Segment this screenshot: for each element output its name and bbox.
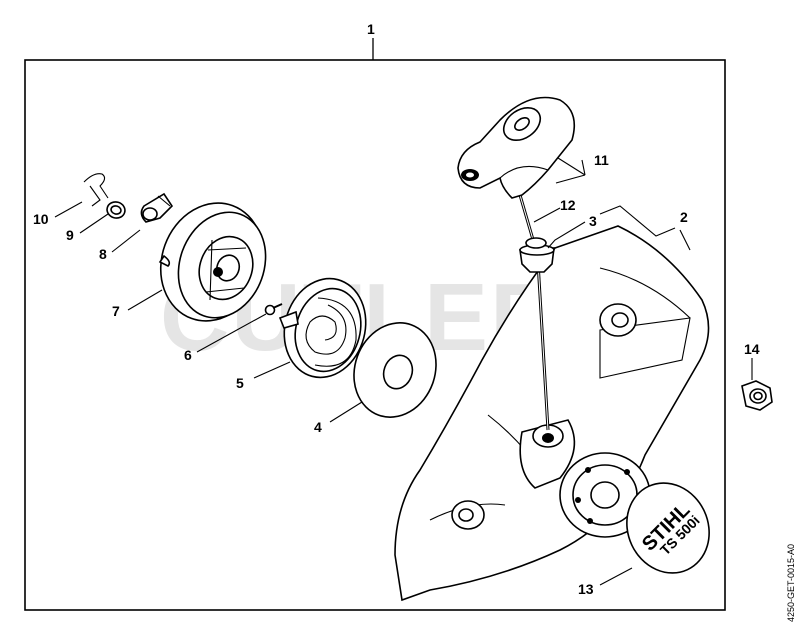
part-number-labels: 1 2 3 4 5 6 7 8 9 10 11 12 13 14 [33, 21, 760, 597]
leader-lines [54, 157, 753, 586]
washer [353, 322, 437, 418]
part-number-6: 6 [184, 347, 192, 363]
spring-clip [83, 173, 109, 207]
hex-nut [741, 380, 773, 411]
part-number-2: 2 [680, 209, 688, 225]
part-number-1: 1 [367, 21, 375, 37]
pawl [140, 192, 174, 223]
part-number-3: 3 [589, 213, 597, 229]
part-number-7: 7 [112, 303, 120, 319]
rope-guide-bushing [519, 237, 555, 273]
part-number-13: 13 [578, 581, 594, 597]
rope-rotor [158, 202, 267, 322]
small-washer [106, 201, 126, 219]
starter-rope [518, 194, 550, 431]
assembly-frame [24, 59, 726, 611]
cover-plate: STIHL TS 500i [626, 482, 710, 574]
part-number-8: 8 [99, 246, 107, 262]
part-number-12: 12 [560, 197, 576, 213]
part-number-11: 11 [594, 152, 609, 168]
starter-grip [457, 96, 576, 199]
drawing-code: 4250-GET-0015-A0 [786, 544, 796, 622]
part-number-5: 5 [236, 375, 244, 391]
part-number-4: 4 [314, 419, 322, 435]
part-number-9: 9 [66, 227, 74, 243]
part-number-10: 10 [33, 211, 49, 227]
screw [264, 303, 283, 316]
part-number-14: 14 [744, 341, 760, 357]
rewind-spring [278, 277, 367, 379]
